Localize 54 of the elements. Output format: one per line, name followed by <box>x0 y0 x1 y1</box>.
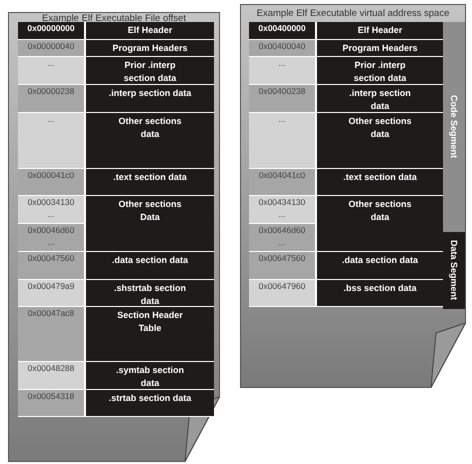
section-cell: Prior .interp section data <box>86 57 214 84</box>
address-text: 0x00047ac8 <box>28 307 74 319</box>
segment-label: Data Segment <box>449 240 459 301</box>
address-text: 0x00000040 <box>28 40 74 52</box>
section-cell: Elf Header <box>86 22 214 39</box>
address-text: 0x00048288 <box>28 362 74 374</box>
segment-band <box>443 232 465 309</box>
section-cell: .shstrtab section data <box>86 280 214 306</box>
ellipsis-text: ... <box>278 57 286 69</box>
section-cell: .data section data <box>317 252 443 279</box>
address-text: 0x00000238 <box>28 85 74 97</box>
section-cell: Other sections Data <box>86 196 214 251</box>
section-cell: Prior .interp section data <box>317 57 443 84</box>
address-text: 0x00000000 <box>27 22 75 34</box>
section-cell: Other sections data <box>317 113 443 168</box>
address-text: 0x00400238 <box>258 85 306 97</box>
address-text: 0x00434130 <box>258 196 306 208</box>
ellipsis-text: ... <box>47 113 55 125</box>
section-cell: Other sections data <box>86 113 214 168</box>
section-cell: .strtab section data <box>86 390 214 416</box>
address-text: 0x00400040 <box>258 40 306 52</box>
ellipsis-text: ... <box>47 57 55 69</box>
address-text: 0x00647560 <box>258 252 306 264</box>
section-cell: .interp section data <box>86 85 214 112</box>
segment-label: Code Segment <box>449 95 459 158</box>
segment-band <box>443 22 465 232</box>
panel-title: Example Elf Executable virtual address space <box>256 8 450 19</box>
address-text: 0x00054318 <box>28 390 74 402</box>
section-cell: .data section data <box>86 252 214 279</box>
address-text: 0x00034130 <box>28 196 74 208</box>
section-cell: .text section data <box>317 169 443 195</box>
address-text: 0x00046d60 <box>28 224 74 236</box>
section-cell: .bss section data <box>317 280 443 306</box>
section-cell: Elf Header <box>317 22 443 39</box>
address-text: 0x000479a9 <box>28 280 74 292</box>
address-text: 0x000041c0 <box>28 169 74 181</box>
address-text: 0x00647960 <box>258 280 306 292</box>
ellipsis-text: ... <box>47 208 55 220</box>
address-text: 0x00646d60 <box>258 224 306 236</box>
address-text: 0x00400000 <box>258 22 306 34</box>
panel-title: Example Elf Executable File offset <box>41 13 187 24</box>
address-text: 0x00047560 <box>28 252 74 264</box>
section-cell: Section Header Table <box>86 307 214 361</box>
section-cell: .text section data <box>86 169 214 195</box>
section-cell: Other sections data <box>317 196 443 251</box>
address-text: 0x004041c0 <box>258 169 306 181</box>
ellipsis-text: ... <box>278 208 286 220</box>
section-cell: .interp section data <box>317 85 443 112</box>
ellipsis-text: ... <box>47 236 55 248</box>
ellipsis-text: ... <box>278 113 286 125</box>
section-cell: Program Headers <box>86 40 214 56</box>
section-cell: Program Headers <box>317 40 443 56</box>
section-cell: .symtab section data <box>86 362 214 389</box>
ellipsis-text: ... <box>278 236 286 248</box>
